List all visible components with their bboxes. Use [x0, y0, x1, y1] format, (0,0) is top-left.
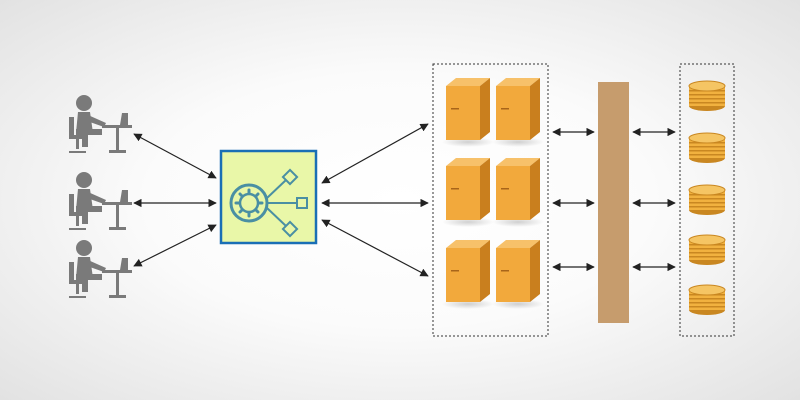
- user-hub-arrows: [133, 133, 217, 267]
- load-balancer-hub: [219, 149, 318, 245]
- user-workstation-3: [69, 240, 132, 298]
- server-cluster: [432, 63, 549, 337]
- server-tower-icon: [442, 158, 494, 227]
- storage-bus: [598, 82, 629, 323]
- person-at-desk-icon: [69, 240, 132, 298]
- user-workstation-1: [69, 95, 132, 153]
- hub-server-arrows: [321, 123, 429, 277]
- server-tower-icon: [492, 240, 544, 309]
- database-stack-icon: [688, 284, 726, 316]
- bus-database-arrows: [632, 127, 676, 272]
- arrow-hub-server-top: [321, 123, 429, 184]
- arrow-hub-server-bottom: [321, 219, 429, 277]
- gear-network-icon: [229, 168, 308, 238]
- server-tower-icon: [492, 78, 544, 147]
- server-tower-icon: [492, 158, 544, 227]
- database-cluster: [679, 63, 735, 337]
- database-stack-icon: [688, 234, 726, 266]
- arrow-user3-hub: [133, 224, 217, 267]
- database-cluster-boundary: [679, 63, 735, 337]
- database-stack-icon: [688, 132, 726, 164]
- person-at-desk-icon: [69, 172, 132, 230]
- server-bus-arrows: [552, 127, 595, 272]
- server-tower-icon: [442, 78, 494, 147]
- arrow-user1-hub: [133, 133, 217, 179]
- person-at-desk-icon: [69, 95, 132, 153]
- database-stack-icon: [688, 80, 726, 112]
- user-workstation-2: [69, 172, 132, 230]
- server-cluster-boundary: [432, 63, 549, 337]
- database-stack-icon: [688, 184, 726, 216]
- server-tower-icon: [442, 240, 494, 309]
